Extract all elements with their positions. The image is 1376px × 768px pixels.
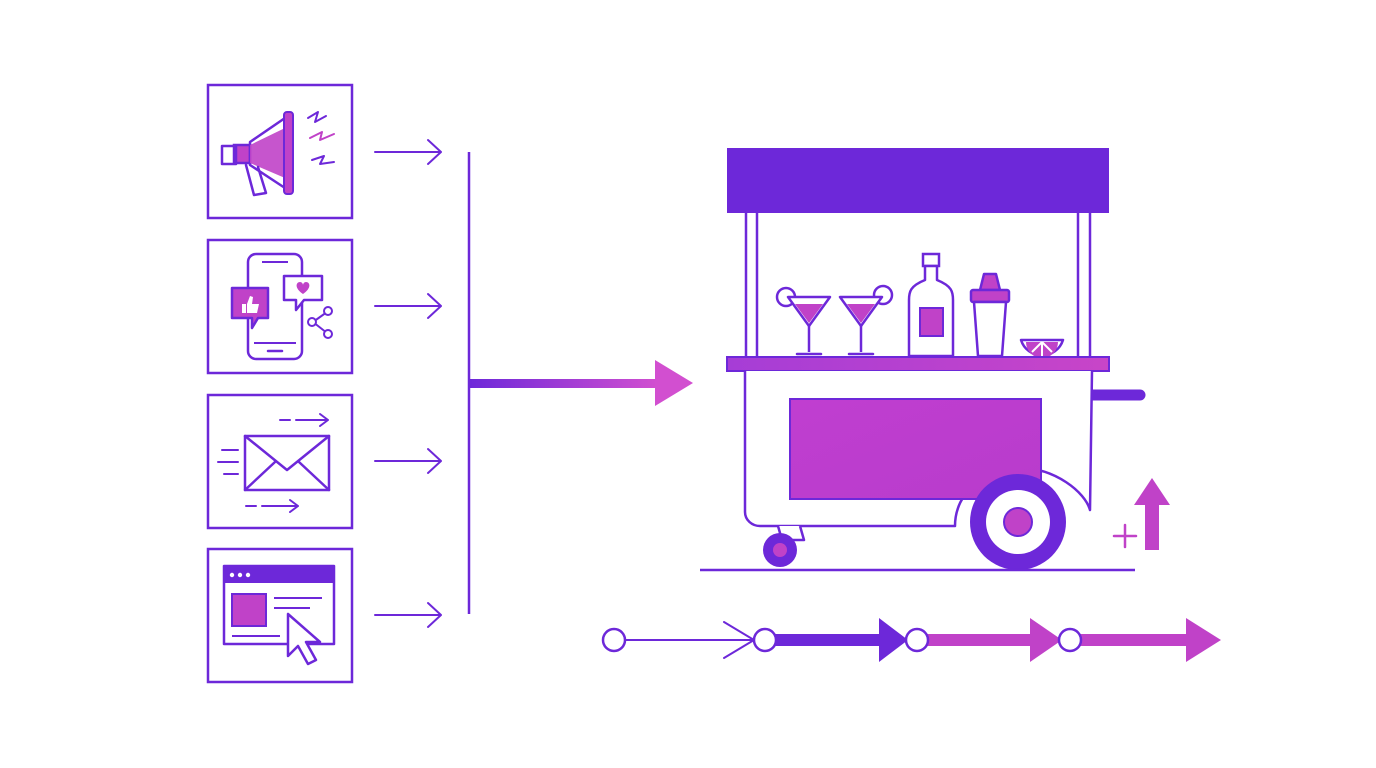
web-page-cursor-icon — [222, 564, 336, 666]
cart-counter — [726, 356, 1110, 372]
channel-box-email — [206, 393, 354, 530]
channel-box-web — [206, 547, 354, 684]
lime-slice-icon — [1019, 338, 1065, 358]
email-envelope-icon — [217, 413, 331, 513]
cart-canopy — [727, 148, 1109, 213]
timeline-node — [752, 627, 778, 653]
cocktail-glass-icon — [775, 286, 832, 356]
timeline-node — [601, 627, 627, 653]
drink-cart — [700, 148, 1146, 572]
timeline-node — [1057, 627, 1083, 653]
bottle-icon — [907, 252, 955, 358]
plus-up-arrow-icon — [1112, 478, 1170, 550]
caster-wheel — [763, 525, 806, 567]
shaker-icon — [969, 272, 1011, 358]
cart-wheel — [970, 474, 1066, 570]
share-icon — [307, 306, 333, 339]
cocktail-glass-icon — [838, 284, 894, 356]
channel-box-social — [206, 238, 354, 375]
channel-box-advertising — [206, 83, 354, 220]
megaphone-icon — [220, 111, 335, 197]
social-phone-icon — [230, 252, 333, 361]
channel-arrows — [374, 139, 471, 628]
timeline — [601, 618, 1221, 662]
cart-panel — [789, 398, 1042, 500]
timeline-node — [904, 627, 930, 653]
main-flow-arrow — [469, 360, 693, 406]
